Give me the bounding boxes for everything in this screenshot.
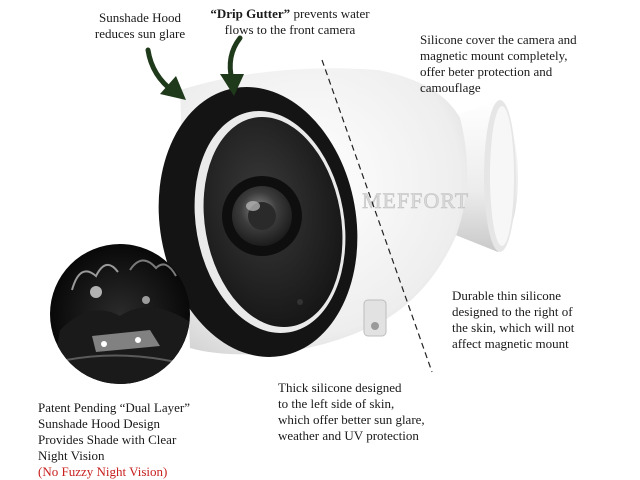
label-thick-silicone: Thick silicone designed to the left side… bbox=[278, 380, 425, 443]
label-durable-silicone: Durable thin silicone designed to the ri… bbox=[452, 288, 575, 351]
arrow-sunshade-icon bbox=[145, 47, 186, 100]
night-vision-inset bbox=[50, 244, 190, 384]
label-drip-gutter: “Drip Gutter” prevents water flows to th… bbox=[200, 6, 380, 38]
label-sunshade-hood: Sunshade Hood reduces sun glare bbox=[94, 10, 186, 41]
arrow-drip-gutter-icon bbox=[220, 35, 244, 96]
skin-divider-line bbox=[321, 59, 433, 373]
brand-emboss: MEFFORT bbox=[362, 188, 469, 213]
label-silicone-cover: Silicone cover the camera and magnetic m… bbox=[420, 32, 577, 95]
label-patent-pending: Patent Pending “Dual Layer” Sunshade Hoo… bbox=[38, 400, 228, 480]
no-fuzzy-note: (No Fuzzy Night Vision) bbox=[38, 464, 168, 479]
camera-neck bbox=[448, 100, 518, 252]
drip-gutter-line1: “Drip Gutter” prevents water bbox=[210, 6, 370, 21]
mount-stub-icon bbox=[363, 299, 387, 337]
camera-lens-icon bbox=[222, 176, 303, 305]
